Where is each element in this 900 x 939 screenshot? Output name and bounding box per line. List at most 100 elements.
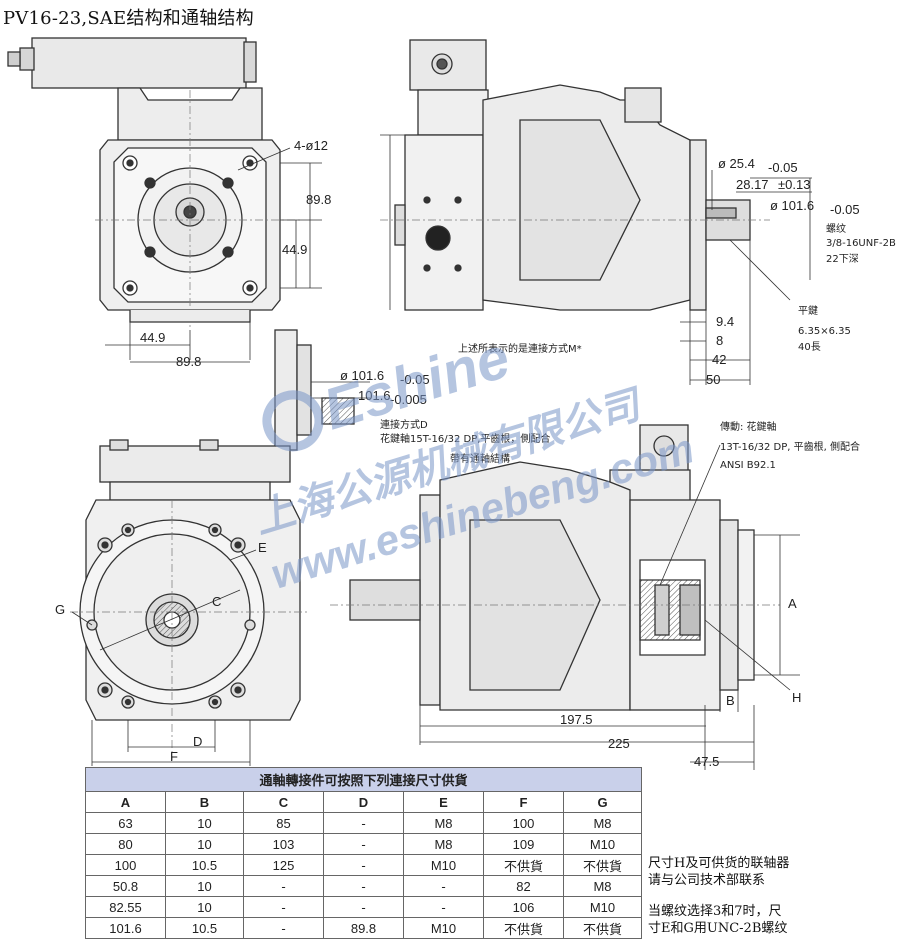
side-note-coupling-line2: 请与公司技术部联系: [648, 873, 766, 888]
connection-caption: 上述所表示的是連接方式M*: [458, 342, 582, 355]
pilot-diameter-tol: -0.05: [830, 202, 860, 217]
drive-spec: 13T-16/32 DP, 平齒根, 側配合: [720, 440, 860, 453]
table-cell: M8: [403, 812, 484, 834]
pilot-diameter: ø 101.6: [770, 198, 814, 213]
side-view-sae: [380, 39, 812, 385]
shaft-diameter-tol: -0.05: [768, 160, 798, 175]
table-cell: 10: [165, 875, 244, 897]
table-cell: 10: [165, 812, 244, 834]
table-cell: M10: [403, 917, 484, 939]
key-label: 平鍵: [798, 304, 818, 317]
thread-depth: 22下深: [826, 253, 859, 265]
table-cell: 不供貨: [483, 854, 564, 876]
side-note-thread-line2: 寸E和G用UNC-2B螺纹: [648, 921, 788, 936]
label-c: C: [212, 594, 221, 609]
label-d: D: [193, 734, 202, 749]
table-cell: 10.5: [165, 917, 244, 939]
front-view-through: [70, 439, 310, 766]
through-shaft-note: 帶有通軸結構: [450, 452, 510, 465]
table-cell: -: [323, 875, 404, 897]
pilot-diameter-1: ø 101.6: [340, 368, 384, 383]
table-cell: 125: [243, 854, 324, 876]
key-height: 28.17: [736, 177, 769, 192]
table-cell: 106: [483, 896, 564, 918]
table-row: 63 10 85 - M8 100 M8: [85, 812, 642, 834]
side-note-coupling-line1: 尺寸H及可供货的联轴器: [648, 856, 790, 871]
drive-standard: ANSI B92.1: [720, 460, 776, 471]
connection-size-table: 通軸轉接件可按照下列連接尺寸供貨 A B C D E F G 63 10 85 …: [85, 767, 642, 939]
dim-9-4: 9.4: [716, 314, 734, 329]
table-cell: -: [323, 812, 404, 834]
spline-spec: 花鍵軸15T-16/32 DP,平齒根，側配合: [380, 432, 550, 445]
table-cell: 50.8: [85, 875, 166, 897]
table-cell: -: [323, 854, 404, 876]
table-cell: M10: [403, 854, 484, 876]
table-cell: 89.8: [323, 917, 404, 939]
side-note-coupling: 尺寸H及可供货的联轴器 请与公司技术部联系: [648, 855, 789, 889]
pilot-diameter-2-tol: -0.005: [390, 392, 427, 407]
table-cell: M8: [403, 833, 484, 855]
key-length: 40長: [798, 341, 821, 353]
table-cell: 103: [243, 833, 324, 855]
label-e: E: [258, 540, 267, 555]
table-cell: 101.6: [85, 917, 166, 939]
col-header-d: D: [323, 791, 404, 813]
pilot-diameter-1-tol: -0.05: [400, 372, 430, 387]
table-cell: 63: [85, 812, 166, 834]
table-row: 101.6 10.5 - 89.8 M10 不供貨 不供貨: [85, 917, 642, 939]
pilot-diameter-2: 101.6: [358, 388, 391, 403]
shaft-diameter: ø 25.4: [718, 156, 755, 171]
dim-89-8-vertical: 89.8: [306, 192, 331, 207]
thread-spec: 3/8-16UNF-2B: [826, 238, 896, 249]
table-cell: 109: [483, 833, 564, 855]
table-cell: M10: [563, 896, 642, 918]
table-row: 80 10 103 - M8 109 M10: [85, 833, 642, 855]
table-row: 50.8 10 - - - 82 M8: [85, 875, 642, 897]
thread-label: 螺纹: [826, 222, 846, 235]
table-cell: M10: [563, 833, 642, 855]
col-header-b: B: [165, 791, 244, 813]
table-cell: -: [403, 875, 484, 897]
key-size: 6.35×6.35: [798, 326, 851, 337]
dim-42: 42: [712, 352, 726, 367]
col-header-f: F: [483, 791, 564, 813]
side-view-through: [330, 424, 800, 770]
table-cell: 82: [483, 875, 564, 897]
table-row: 100 10.5 125 - M10 不供貨 不供貨: [85, 854, 642, 876]
dim-44-9-horizontal: 44.9: [140, 330, 165, 345]
table-cell: -: [243, 875, 324, 897]
dim-197-5: 197.5: [560, 712, 593, 727]
table-cell: M8: [563, 875, 642, 897]
table-header-row: A B C D E F G: [85, 791, 642, 813]
table-cell: 82.55: [85, 896, 166, 918]
table-cell: 100: [85, 854, 166, 876]
table-cell: 85: [243, 812, 324, 834]
dim-89-8-horizontal: 89.8: [176, 354, 201, 369]
dim-47-5: 47.5: [694, 754, 719, 769]
col-header-c: C: [243, 791, 324, 813]
side-note-thread-line1: 当螺纹选择3和7时，尺: [648, 904, 782, 919]
col-header-e: E: [403, 791, 484, 813]
hole-note: 4-ø12: [294, 138, 328, 153]
table-cell: -: [323, 896, 404, 918]
col-header-a: A: [85, 791, 166, 813]
table-row: 82.55 10 - - - 106 M10: [85, 896, 642, 918]
dim-8: 8: [716, 333, 723, 348]
table-cell: 10: [165, 896, 244, 918]
label-b: B: [726, 693, 735, 708]
side-note-thread: 当螺纹选择3和7时，尺 寸E和G用UNC-2B螺纹: [648, 903, 787, 937]
label-g: G: [55, 602, 65, 617]
connection-d-label: 連接方式D: [380, 418, 428, 431]
table-cell: -: [243, 896, 324, 918]
table-cell: -: [243, 917, 324, 939]
table-caption: 通軸轉接件可按照下列連接尺寸供貨: [85, 767, 642, 792]
page-title: PV16-23,SAE结构和通轴结构: [3, 8, 254, 29]
label-h: H: [792, 690, 801, 705]
table-cell: 10.5: [165, 854, 244, 876]
col-header-g: G: [563, 791, 642, 813]
dim-50: 50: [706, 372, 720, 387]
label-a: A: [788, 596, 797, 611]
table-cell: 不供貨: [563, 917, 642, 939]
table-cell: -: [323, 833, 404, 855]
table-cell: 不供貨: [483, 917, 564, 939]
